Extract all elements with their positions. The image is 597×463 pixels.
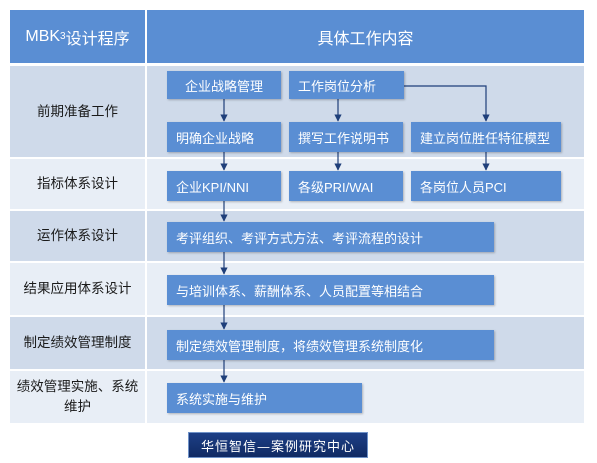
brand-logo: 华恒智信—案例研究中心 bbox=[188, 432, 368, 458]
header-program-suffix: 设计程序 bbox=[65, 30, 130, 48]
box-combine-systems: 与培训体系、薪酬体系、人员配置等相结合 bbox=[167, 275, 494, 305]
box-strategy-management: 企业战略管理 bbox=[167, 71, 281, 99]
row-label-indicator: 指标体系设计 bbox=[10, 159, 145, 209]
box-enterprise-kpi: 企业KPI/NNI bbox=[167, 171, 281, 201]
box-strategy-management-label: 企业战略管理 bbox=[184, 78, 263, 94]
header-program-prefix: MBK bbox=[25, 27, 61, 45]
box-position-pci: 各岗位人员PCI bbox=[411, 171, 561, 201]
box-write-job-description: 撰写工作说明书 bbox=[289, 122, 403, 152]
row-label-implementation: 绩效管理实施、系统维护 bbox=[10, 371, 145, 423]
header-program-subscript: 3 bbox=[60, 31, 66, 42]
box-write-job-description-label: 撰写工作说明书 bbox=[298, 130, 390, 146]
box-job-analysis: 工作岗位分析 bbox=[289, 71, 404, 99]
box-institutionalize-label: 制定绩效管理制度，将绩效管理系统制度化 bbox=[176, 338, 424, 354]
box-institutionalize: 制定绩效管理制度，将绩效管理系统制度化 bbox=[167, 330, 494, 360]
box-job-analysis-label: 工作岗位分析 bbox=[298, 78, 377, 94]
box-level-pri-label: 各级PRI/WAI bbox=[298, 179, 374, 195]
header-content-cell: 具体工作内容 bbox=[147, 10, 584, 63]
box-competency-model: 建立岗位胜任特征模型 bbox=[411, 122, 561, 152]
box-clarify-strategy: 明确企业战略 bbox=[167, 122, 281, 152]
brand-logo-text: 华恒智信—案例研究中心 bbox=[200, 439, 355, 455]
box-position-pci-label: 各岗位人员PCI bbox=[420, 179, 507, 195]
box-implementation-maintenance-label: 系统实施与维护 bbox=[176, 391, 268, 407]
row-label-preparation: 前期准备工作 bbox=[10, 66, 145, 157]
row-label-operation: 运作体系设计 bbox=[10, 211, 145, 261]
row-label-result-application: 结果应用体系设计 bbox=[10, 263, 145, 315]
row-label-policy: 制定绩效管理制度 bbox=[10, 317, 145, 369]
box-level-pri: 各级PRI/WAI bbox=[289, 171, 403, 201]
box-clarify-strategy-label: 明确企业战略 bbox=[176, 130, 255, 146]
box-evaluation-design: 考评组织、考评方式方法、考评流程的设计 bbox=[167, 222, 494, 252]
box-evaluation-design-label: 考评组织、考评方式方法、考评流程的设计 bbox=[176, 230, 424, 246]
box-combine-systems-label: 与培训体系、薪酬体系、人员配置等相结合 bbox=[176, 283, 424, 299]
box-competency-model-label: 建立岗位胜任特征模型 bbox=[420, 130, 551, 146]
row-implementation: 绩效管理实施、系统维护 bbox=[10, 371, 584, 423]
box-implementation-maintenance: 系统实施与维护 bbox=[167, 383, 362, 413]
header-content-title: 具体工作内容 bbox=[317, 30, 414, 48]
box-enterprise-kpi-label: 企业KPI/NNI bbox=[176, 179, 249, 195]
